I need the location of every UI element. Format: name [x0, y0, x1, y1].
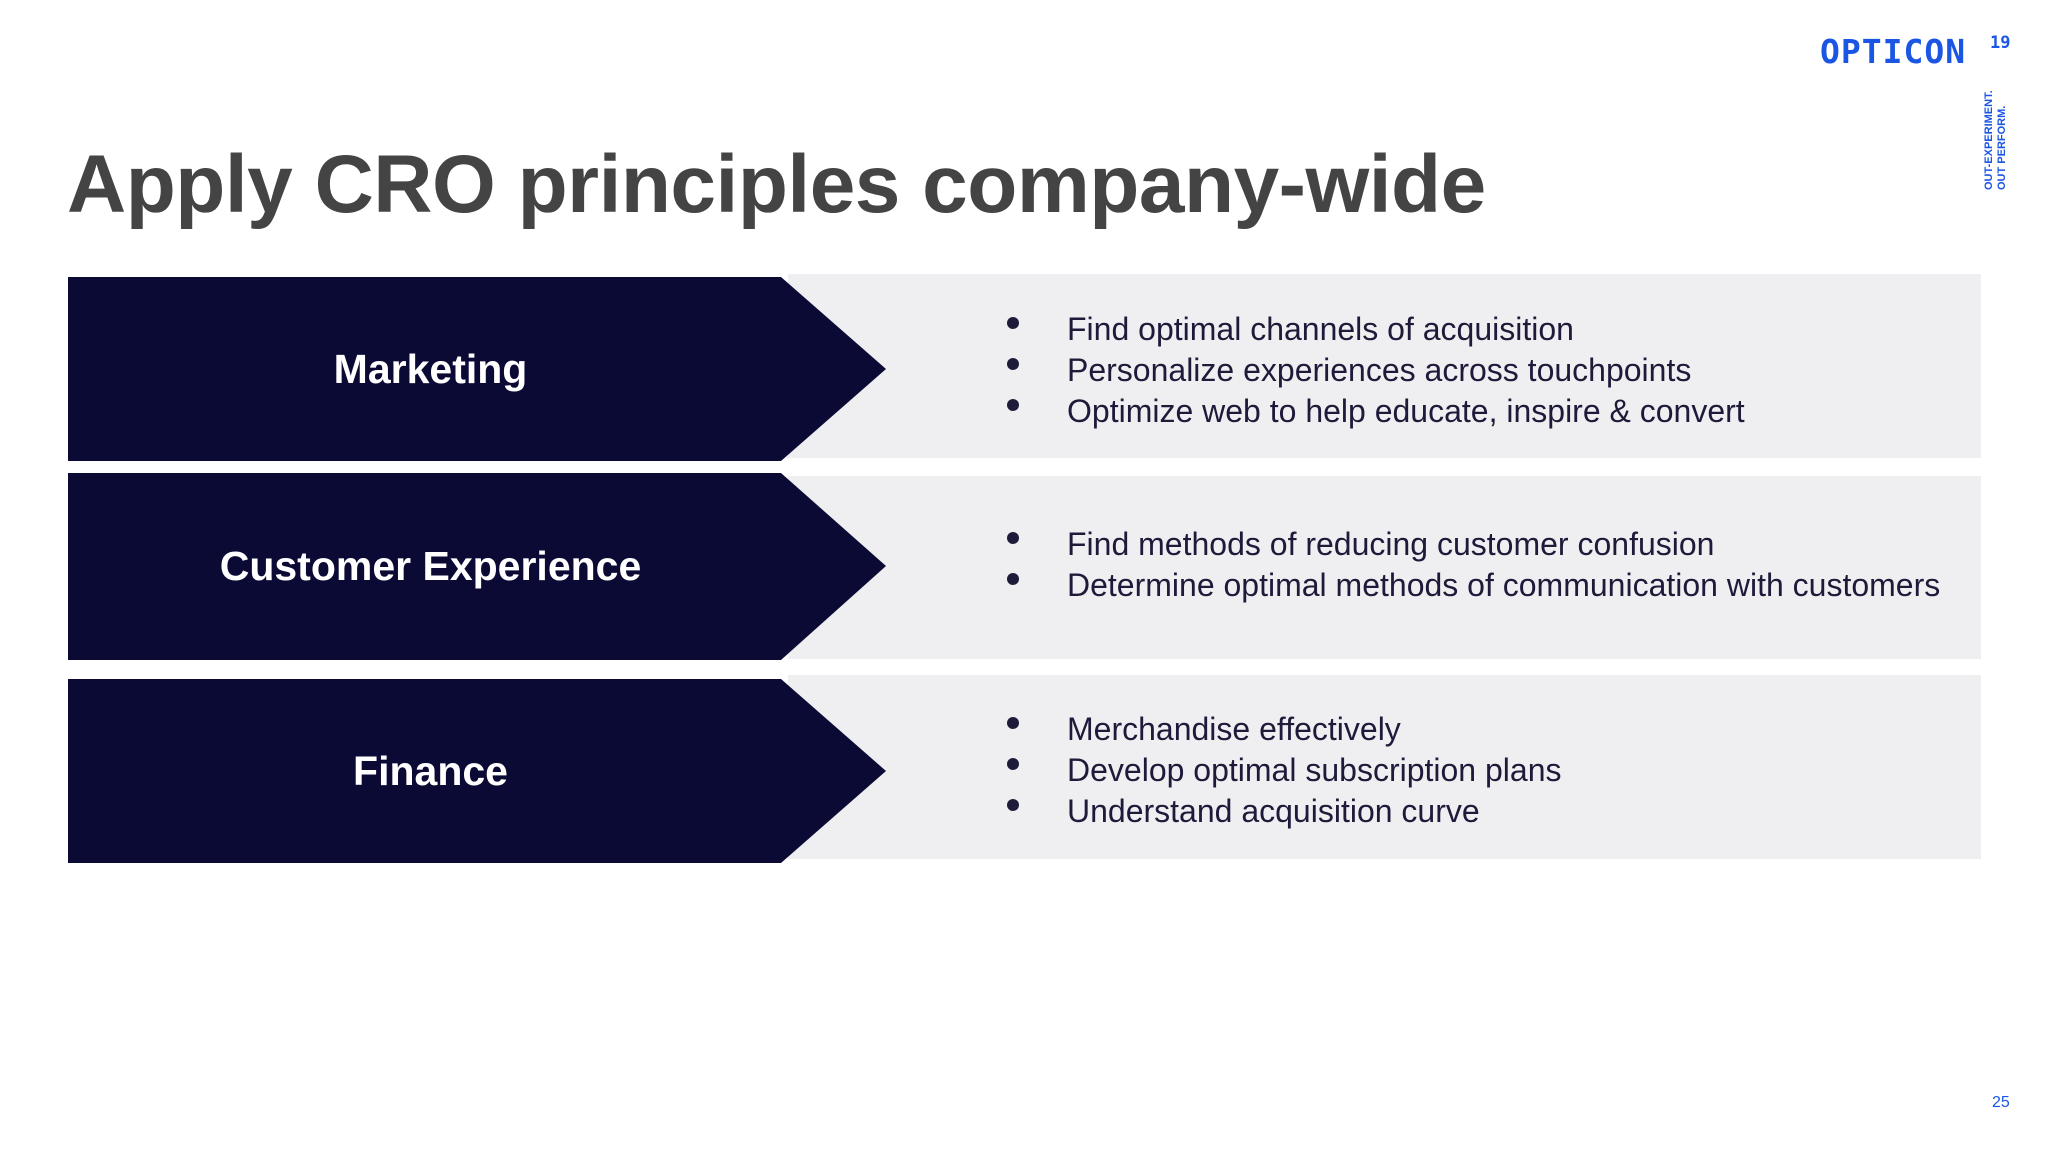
page-number: 25: [1992, 1094, 2010, 1111]
chevron-arrow-icon: [68, 277, 886, 461]
slide-title: Apply CRO principles company-wide: [67, 139, 1486, 230]
bullet-dot-icon: [1007, 399, 1019, 411]
bullet-item: Merchandise effectively: [998, 709, 1561, 750]
bullet-text: Develop optimal subscription plans: [1067, 752, 1562, 788]
bullet-panel: [788, 476, 1981, 659]
logo-wordmark: OPTICON: [1820, 32, 1967, 71]
bullet-item: Understand acquisition curve: [998, 791, 1561, 832]
bullet-panel: [788, 675, 1981, 859]
bullet-item: Develop optimal subscription plans: [998, 750, 1561, 791]
department-row-customer-experience: Customer Experience Find methods of redu…: [68, 473, 1981, 660]
chevron-shape: [68, 473, 886, 660]
bullet-item: Find methods of reducing customer confus…: [998, 524, 1940, 565]
bullet-list: Find optimal channels of acquisition Per…: [998, 309, 1745, 432]
bullet-dot-icon: [1007, 758, 1019, 770]
bullet-dot-icon: [1007, 717, 1019, 729]
bullet-text: Personalize experiences across touchpoin…: [1067, 352, 1692, 388]
chevron-arrow-icon: [68, 679, 886, 863]
bullet-panel: [788, 274, 1981, 458]
department-label: Customer Experience: [219, 543, 642, 589]
bullet-item: Personalize experiences across touchpoin…: [998, 350, 1745, 391]
bullet-dot-icon: [1007, 573, 1019, 585]
department-label: Marketing: [333, 345, 528, 392]
bullet-list: Merchandise effectively Develop optimal …: [998, 709, 1561, 832]
logo-year: 19: [1990, 33, 2011, 53]
chevron-shape: [68, 277, 886, 461]
department-row-marketing: Marketing Find optimal channels of acqui…: [68, 274, 1981, 461]
bullet-dot-icon: [1007, 799, 1019, 811]
bullet-text: Understand acquisition curve: [1067, 793, 1480, 829]
logo-tagline-line-1: OUT-EXPERIMENT.: [1983, 90, 1995, 190]
chevron-arrow-icon: [68, 473, 886, 660]
opticon-logo: OPTICON 19 OUT-EXPERIMENT. OUT PERFORM.: [1820, 30, 2020, 200]
bullet-dot-icon: [1007, 358, 1019, 370]
bullet-dot-icon: [1007, 532, 1019, 544]
bullet-text: Optimize web to help educate, inspire & …: [1067, 393, 1745, 429]
logo-tagline-line-2: OUT PERFORM.: [1996, 105, 2008, 190]
department-row-finance: Finance Merchandise effectively Develop …: [68, 675, 1981, 863]
bullet-list: Find methods of reducing customer confus…: [998, 524, 1940, 606]
bullet-text: Find methods of reducing customer confus…: [1067, 526, 1715, 562]
bullet-item: Optimize web to help educate, inspire & …: [998, 391, 1745, 432]
bullet-text: Determine optimal methods of communicati…: [1067, 567, 1941, 603]
bullet-item: Find optimal channels of acquisition: [998, 309, 1745, 350]
bullet-dot-icon: [1007, 317, 1019, 329]
department-label: Finance: [353, 747, 508, 794]
bullet-text: Merchandise effectively: [1067, 711, 1401, 747]
bullet-item: Determine optimal methods of communicati…: [998, 565, 1940, 606]
chevron-shape: [68, 679, 886, 863]
bullet-text: Find optimal channels of acquisition: [1067, 311, 1574, 347]
logo-tagline: OUT-EXPERIMENT. OUT PERFORM.: [1983, 90, 2009, 190]
